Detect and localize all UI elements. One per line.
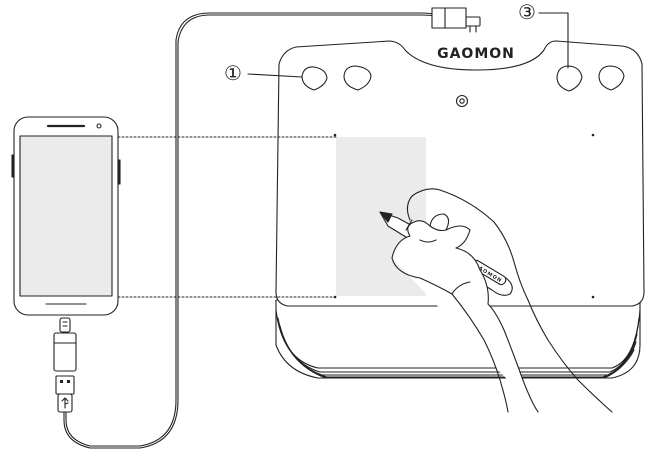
usb-cable bbox=[63, 7, 467, 449]
power-indicator bbox=[455, 94, 469, 108]
express-key-3[interactable] bbox=[556, 65, 583, 92]
callout-1-label: ① bbox=[224, 61, 242, 85]
express-key-2[interactable] bbox=[343, 65, 372, 91]
express-key-4[interactable] bbox=[598, 65, 625, 91]
tablet-base-layers bbox=[275, 299, 641, 379]
phone-side-button bbox=[11, 154, 15, 178]
callout-1: ① bbox=[224, 61, 303, 85]
callout-3: ③ bbox=[518, 0, 569, 69]
tablet-usb-port bbox=[465, 16, 481, 33]
phone-screen bbox=[19, 135, 113, 297]
usb-a-plug bbox=[55, 375, 75, 413]
phone-volume-button bbox=[117, 159, 121, 185]
smartphone bbox=[11, 116, 121, 316]
phone-camera bbox=[96, 123, 102, 129]
callout-3-label: ③ bbox=[518, 0, 536, 24]
mapping-lines bbox=[117, 136, 337, 298]
tablet-brand: GAOMON bbox=[437, 46, 515, 62]
express-key-1[interactable] bbox=[301, 66, 328, 91]
usb-c-adapter bbox=[53, 317, 77, 372]
